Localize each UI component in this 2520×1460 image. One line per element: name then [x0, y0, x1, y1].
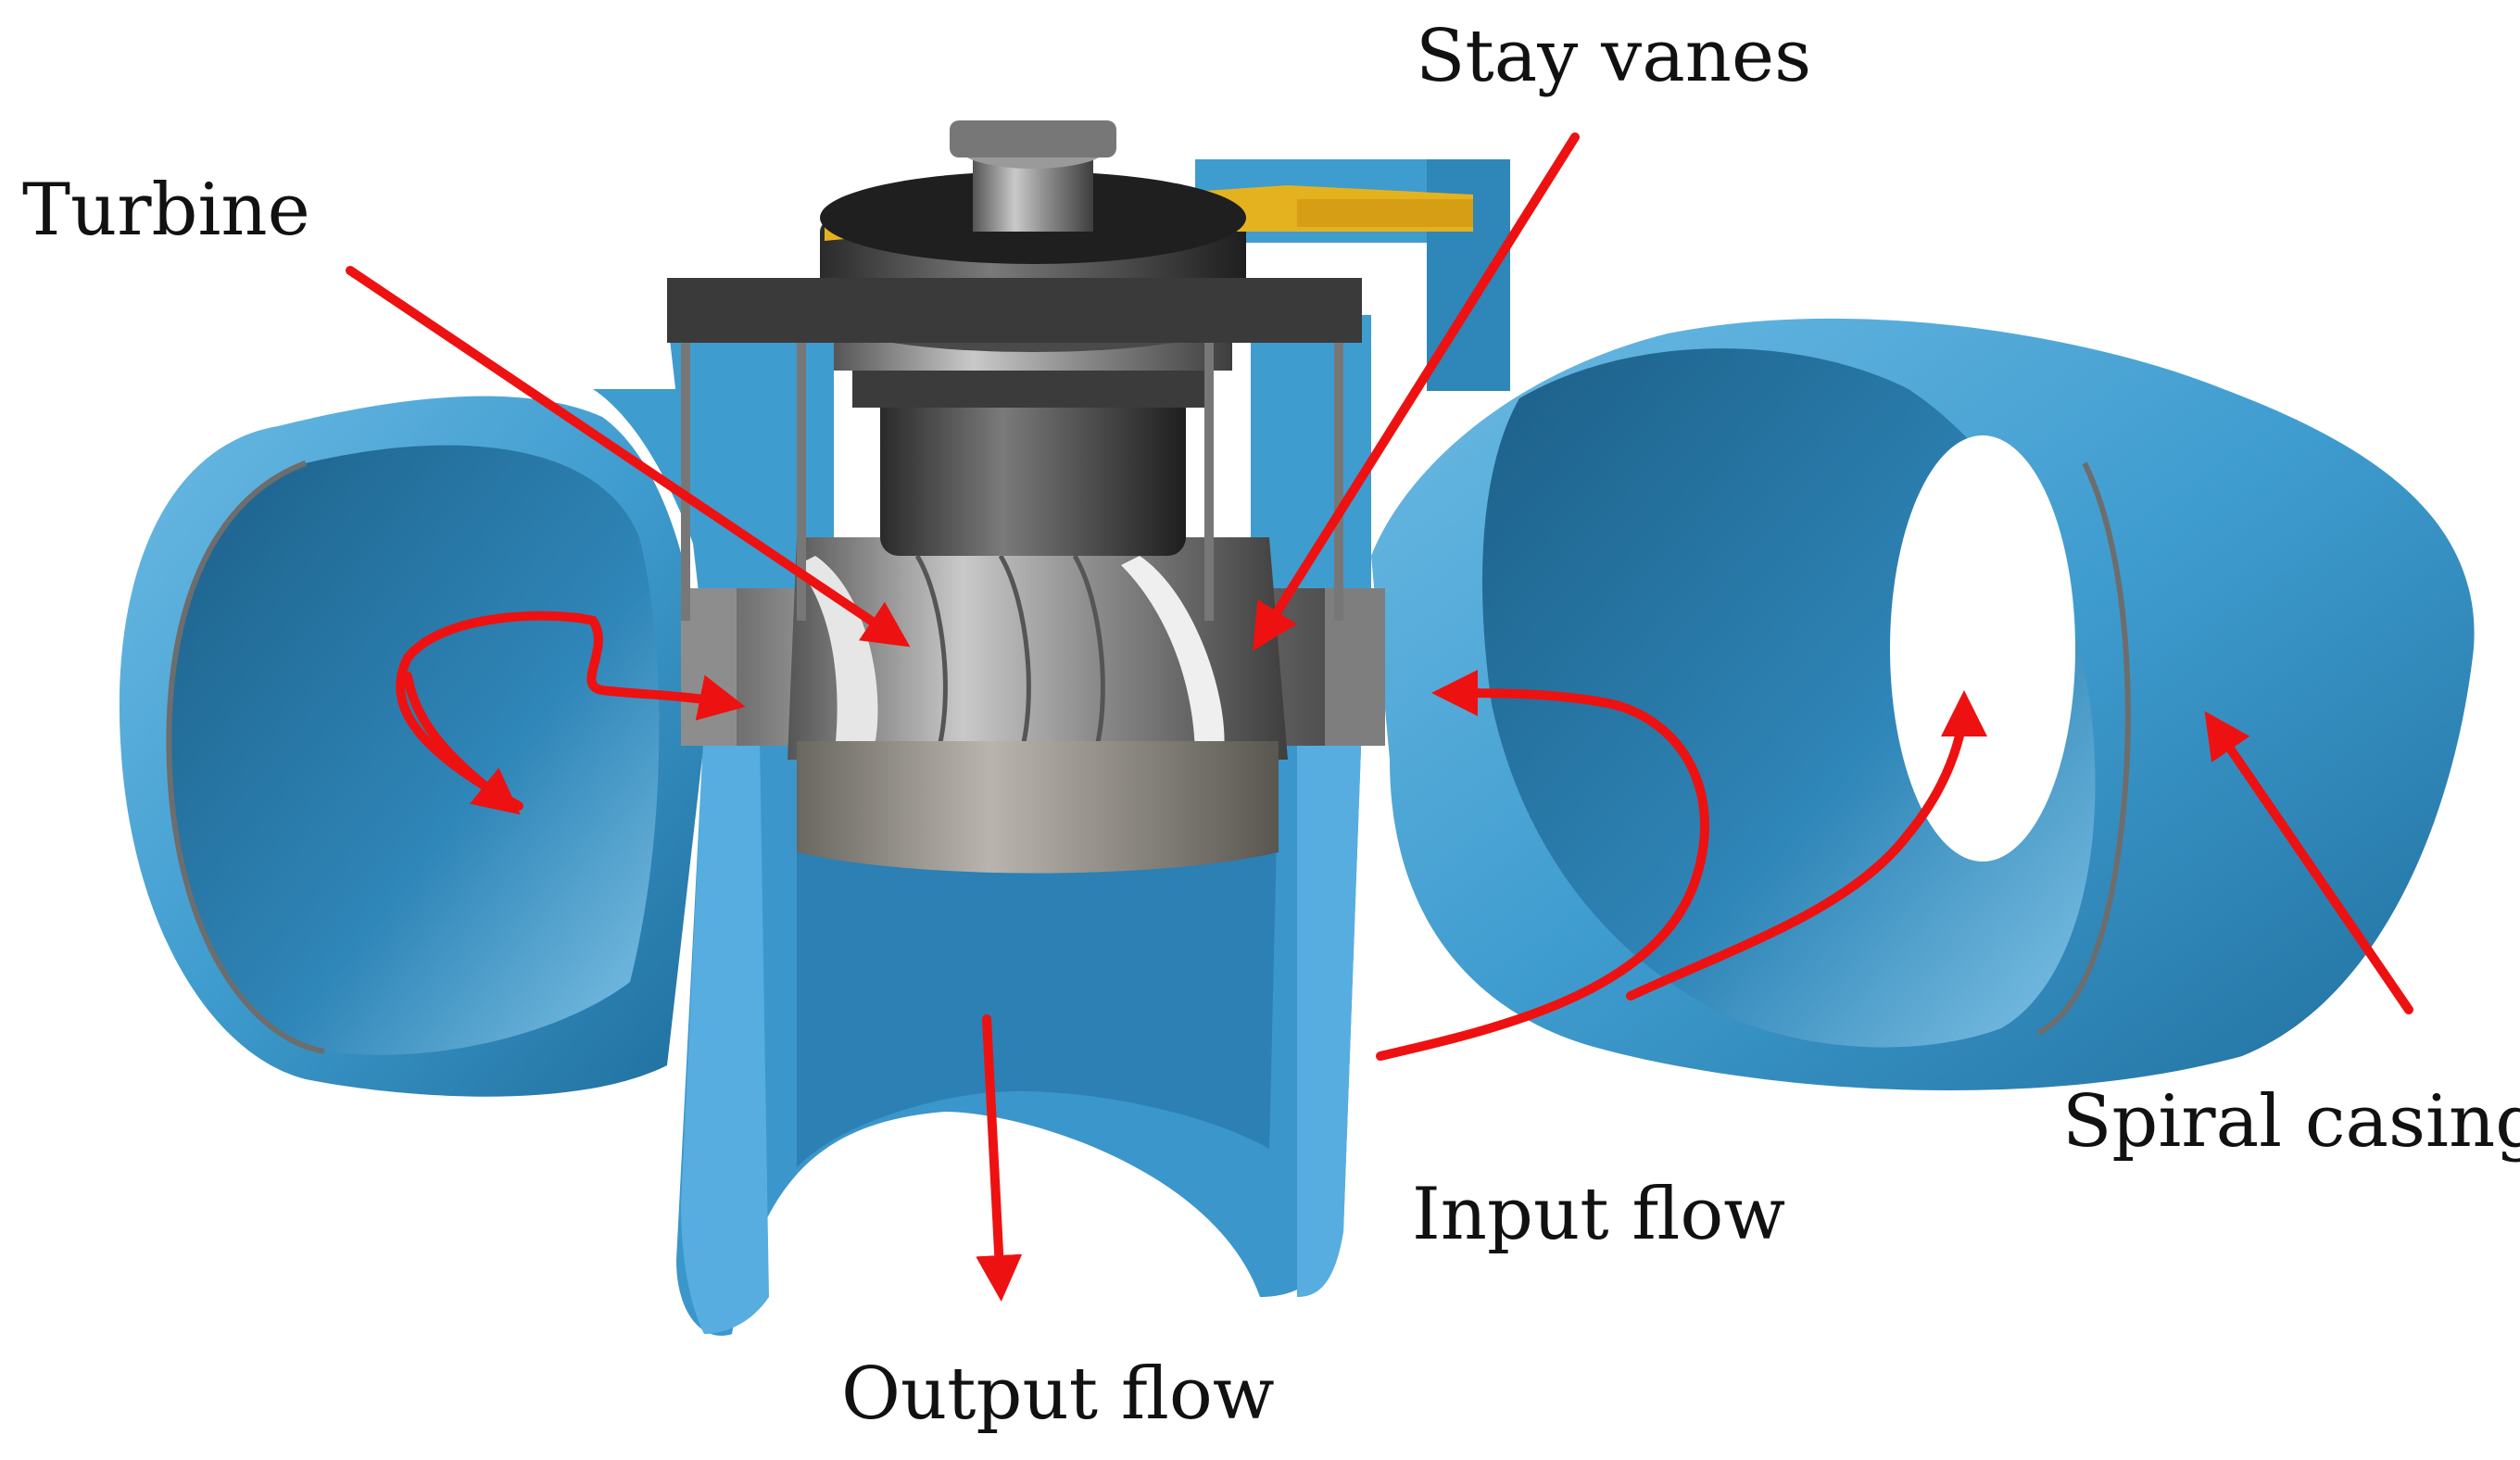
stay-vanes-pointer-arrow — [1253, 132, 1580, 651]
label-stay-vanes: Stay vanes — [1416, 15, 1812, 98]
shaft-assembly — [667, 120, 1473, 621]
pipe-inner-opening — [1890, 435, 2075, 862]
output-flow-arrow — [976, 1014, 1023, 1302]
turbine-pointer-arrow — [346, 266, 911, 648]
label-turbine: Turbine — [22, 169, 310, 252]
label-spiral-casing: Spiral casing — [2062, 1080, 2520, 1164]
runner — [788, 537, 1288, 874]
flow-arrows — [346, 132, 2413, 1302]
left-swirl-arrow — [396, 610, 746, 811]
input-flow-arrow — [1376, 670, 1709, 1061]
label-output-flow: Output flow — [841, 1353, 1275, 1436]
left-return-arrow — [403, 672, 521, 815]
spiral-casing-pointer-arrow — [2204, 711, 2413, 1014]
label-input-flow: Input flow — [1412, 1173, 1786, 1256]
left-pipe — [119, 389, 723, 1097]
right-pipe — [1371, 318, 2475, 1091]
casing-flow-arrow — [1626, 690, 1987, 1001]
